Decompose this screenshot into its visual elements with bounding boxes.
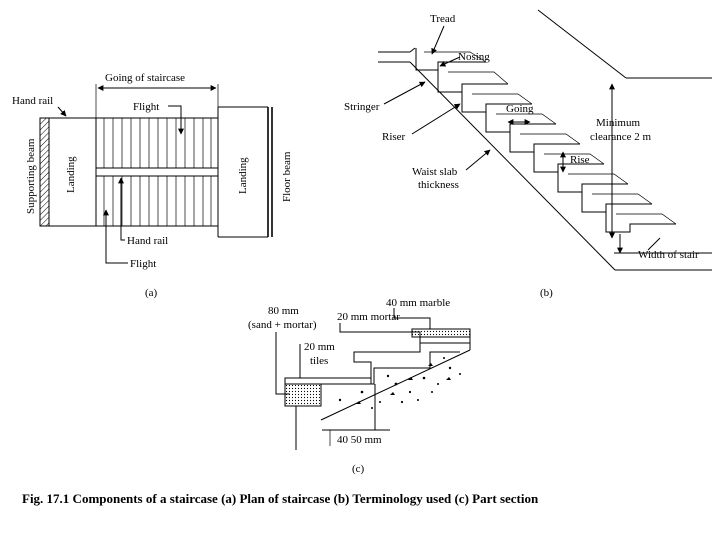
concrete-aggregate [338, 357, 461, 409]
waist-slab-line [409, 61, 616, 271]
stringer-label: Stringer [344, 101, 380, 113]
figure-caption: Fig. 17.1 Components of a staircase (a) … [22, 491, 539, 506]
waist-slab-label-1: Waist slab [412, 166, 458, 178]
flight-bottom-label: Flight [130, 258, 156, 270]
floor-beam-label: Floor beam [281, 151, 293, 202]
tiles-label-2: tiles [310, 355, 328, 367]
hand-rail-bottom-label: Hand rail [127, 235, 168, 247]
marble-layer [411, 328, 471, 338]
minimum-clearance-label-1: Minimum [596, 117, 640, 129]
central-hand-rail [95, 167, 219, 177]
supporting-beam-label: Supporting beam [25, 138, 37, 214]
terminology-view: Tread Nosing Stringer Going Riser Minimu… [344, 9, 712, 299]
part-section-view: 40 mm marble 20 mm mortar 80 mm (sand + … [248, 297, 471, 475]
sublabel-a: (a) [145, 287, 158, 299]
tiles-layer [284, 377, 372, 385]
step-profiles [415, 48, 677, 233]
rise-label: Rise [570, 154, 590, 166]
mortar-label: 20 mm mortar [337, 311, 400, 323]
going-of-staircase-label: Going of staircase [105, 72, 185, 84]
hand-rail-top-label: Hand rail [12, 95, 53, 107]
riser-label: Riser [382, 131, 406, 143]
minimum-clearance-label-2: clearance 2 m [590, 131, 652, 143]
marble-label: 40 mm marble [386, 297, 450, 309]
tiles-label-1: 20 mm [304, 341, 335, 353]
landing-right-label: Landing [237, 157, 249, 194]
waist-slab-label-2: thickness [418, 179, 459, 191]
sublabel-c: (c) [352, 463, 365, 475]
flight-top-label: Flight [133, 101, 159, 113]
supporting-beam-shape [39, 117, 50, 227]
dimension-label: 40 50 mm [337, 434, 382, 446]
sand-mortar-label-1: 80 mm [268, 305, 299, 317]
going-label: Going [506, 103, 534, 115]
sublabel-b: (b) [540, 287, 553, 299]
sand-mortar-layer [284, 383, 322, 407]
sand-mortar-label-2: (sand + mortar) [248, 319, 317, 331]
width-of-stair-label: Width of stair [638, 249, 699, 261]
plan-view: Going of staircase Hand rail Flight Land… [12, 72, 293, 299]
landing-left-label: Landing [65, 156, 77, 193]
nosing-label: Nosing [458, 51, 490, 63]
tread-label: Tread [430, 13, 456, 25]
